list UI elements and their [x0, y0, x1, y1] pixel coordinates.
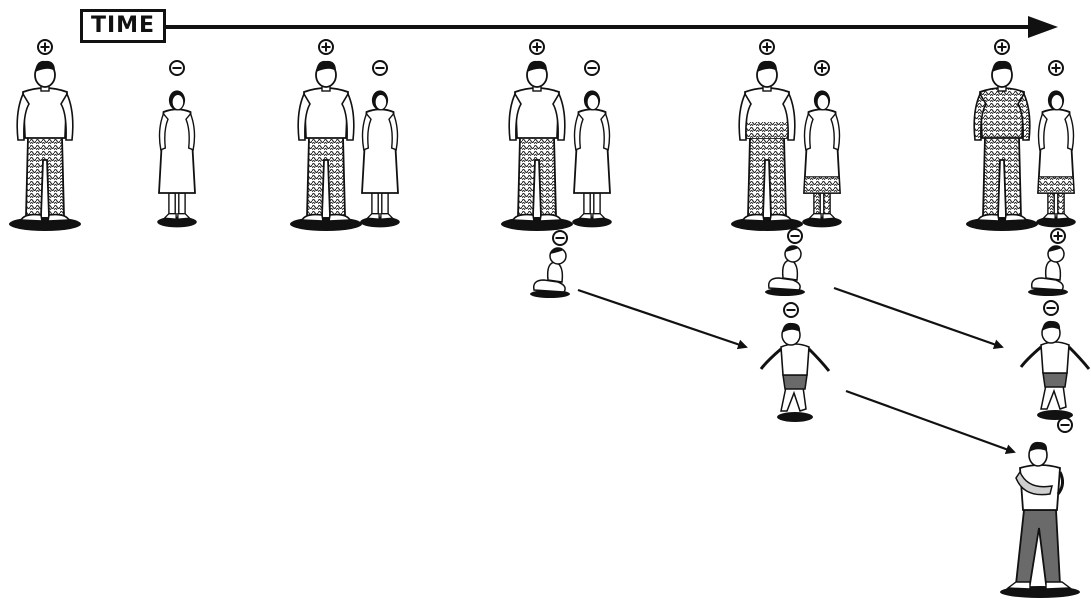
plus-circle-icon — [995, 40, 1009, 54]
child-figure — [1021, 301, 1089, 420]
arrow-child-to-teen — [846, 391, 1014, 452]
timeline-arrowhead — [1028, 16, 1058, 38]
mother-figure — [802, 61, 842, 227]
minus-circle-icon — [784, 303, 798, 317]
minus-circle-icon — [170, 61, 184, 75]
father-figure — [731, 40, 803, 231]
baby-figure — [765, 229, 805, 296]
stage-5 — [966, 40, 1089, 598]
plus-circle-icon — [38, 40, 52, 54]
teen-figure — [1000, 418, 1080, 598]
child-figure — [761, 303, 829, 422]
mother-figure — [360, 61, 400, 227]
baby-figure — [1028, 229, 1068, 296]
minus-circle-icon — [585, 61, 599, 75]
mother-figure — [572, 61, 612, 227]
plus-circle-icon — [815, 61, 829, 75]
arrow-baby-to-child-1 — [578, 290, 746, 347]
minus-circle-icon — [373, 61, 387, 75]
plus-circle-icon — [1049, 61, 1063, 75]
father-figure — [9, 40, 81, 231]
plus-circle-icon — [319, 40, 333, 54]
father-figure — [290, 40, 362, 231]
plus-circle-icon — [530, 40, 544, 54]
family-figures — [9, 40, 1089, 598]
minus-circle-icon — [1044, 301, 1058, 315]
minus-circle-icon — [788, 229, 802, 243]
baby-figure — [530, 231, 570, 298]
father-figure — [501, 40, 573, 231]
stage-2 — [290, 40, 400, 231]
plus-circle-icon — [760, 40, 774, 54]
stage-3 — [501, 40, 612, 298]
father-figure — [966, 40, 1038, 231]
stage-1 — [9, 40, 197, 231]
minus-circle-icon — [1058, 418, 1072, 432]
mother-figure — [1036, 61, 1076, 227]
plus-circle-icon — [1051, 229, 1065, 243]
minus-circle-icon — [553, 231, 567, 245]
stage-4 — [731, 40, 842, 422]
mother-figure — [157, 61, 197, 227]
arrow-baby-to-child-2 — [834, 288, 1002, 347]
